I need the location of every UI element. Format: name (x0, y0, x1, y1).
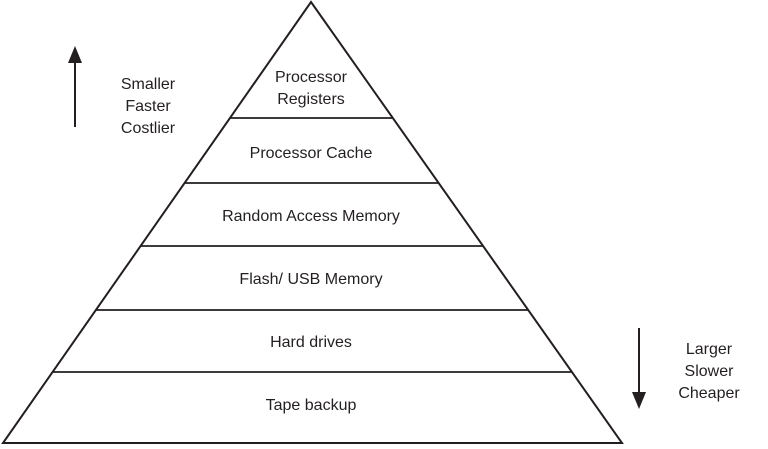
level-label-processor-cache: Processor Cache (249, 145, 373, 162)
left-annotation-smaller-faster-costlier: Smaller Faster Costlier (120, 76, 176, 137)
pyramid-outline (1, 0, 624, 444)
right-annotation-larger-slower-cheaper: Larger Slower Cheaper (678, 341, 740, 402)
up-arrow-icon (68, 46, 82, 127)
level-label-random-access-memory: Random Access Memory (222, 208, 400, 225)
down-arrow-icon (632, 328, 646, 409)
level-label-tape-backup: Tape backup (265, 397, 357, 414)
level-label-flash-usb-memory: Flash/ USB Memory (239, 271, 383, 288)
level-label-hard-drives: Hard drives (270, 334, 352, 351)
level-label-processor-registers: Processor Registers (274, 69, 348, 108)
